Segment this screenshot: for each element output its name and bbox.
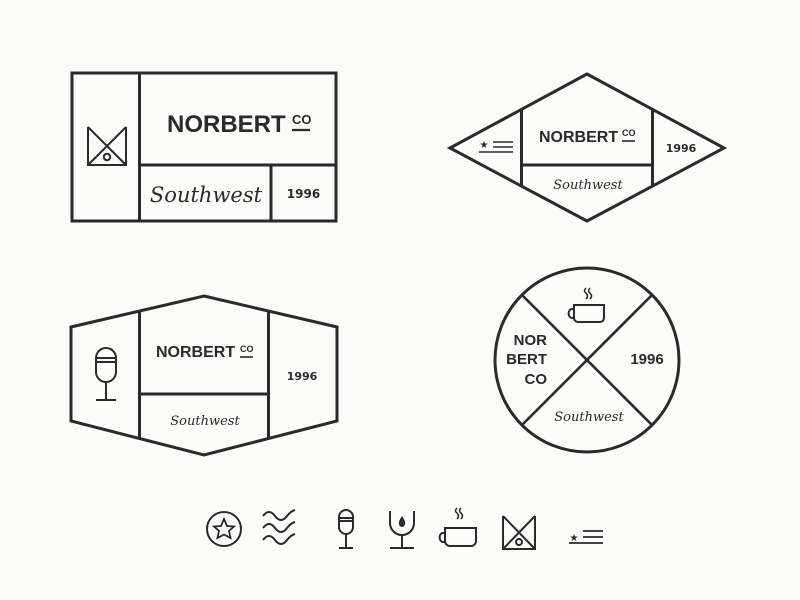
year: 1996 <box>287 370 318 383</box>
coffee-cup-icon <box>567 287 605 323</box>
brand-suffix: CO <box>622 128 636 138</box>
star-stripes-icon: ★ <box>569 530 603 544</box>
crown-box-icon <box>502 515 536 550</box>
microphone-icon <box>95 347 117 401</box>
tagline: Southwest <box>553 178 623 193</box>
star-circle-icon <box>206 511 242 547</box>
tagline: Southwest <box>554 410 624 425</box>
crown-box-icon <box>87 126 127 166</box>
brand-name-line-2: BERT <box>506 351 547 368</box>
svg-text:★: ★ <box>480 140 489 151</box>
brand-name: NORBERT <box>167 111 286 138</box>
icon-row: ★ <box>206 507 603 550</box>
star-stripes-icon: ★ <box>479 140 513 153</box>
brand-name-line-1: NOR <box>514 332 548 349</box>
brand-suffix: CO <box>240 344 254 354</box>
microphone-icon <box>338 509 354 549</box>
year: 1996 <box>666 142 697 155</box>
badge-circle: NOR BERT CO 1996 Southwest <box>493 266 681 454</box>
svg-text:★: ★ <box>570 533 579 544</box>
brand-name: NORBERT <box>539 129 618 146</box>
year: 1996 <box>287 187 320 201</box>
tagline: Southwest <box>150 183 263 207</box>
badge-hexagon: NORBERT CO Southwest 1996 <box>69 294 339 457</box>
wine-glass-drop-icon <box>389 511 415 549</box>
badge-diamond: ★ NORBERT CO Southwest 1996 <box>446 72 728 223</box>
brand-suffix: CO <box>292 112 312 127</box>
badge-rectangle: NORBERT CO Southwest 1996 <box>70 71 338 223</box>
waves-icon <box>262 509 296 545</box>
tagline: Southwest <box>170 414 240 429</box>
brand-name: NORBERT <box>156 344 235 361</box>
brand-name-line-3: CO <box>525 371 548 388</box>
year: 1996 <box>630 351 663 368</box>
coffee-cup-icon <box>438 507 477 547</box>
